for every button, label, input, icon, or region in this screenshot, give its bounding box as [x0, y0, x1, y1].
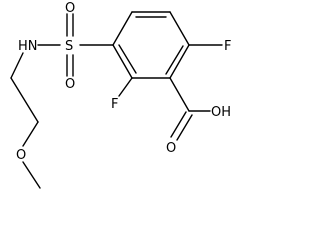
atom-fluorine-top: F [224, 39, 231, 54]
atom-sulfonyl-oxygen-top: O [65, 1, 75, 16]
ring-bond-lower-right [169, 44, 190, 79]
atom-ether-oxygen: O [16, 148, 26, 163]
atom-amine: HN [18, 39, 38, 54]
ring-bond-upper-right [169, 11, 190, 46]
bond-o-ch3 [22, 161, 41, 189]
atom-hydroxyl: OH [211, 105, 231, 120]
ring-bond-upper-left [112, 11, 133, 46]
benzene-ring [112, 11, 190, 79]
atom-fluorine-mid: F [111, 97, 118, 112]
bond-ch2-o [22, 121, 39, 147]
ring-bond-lower-left [112, 44, 133, 79]
bond-n-ch2 [10, 52, 24, 79]
chemical-structure: F F OH O S O O HN O [10, 1, 231, 189]
bond-ring-carboxyl [169, 77, 190, 112]
atom-carbonyl-oxygen: O [166, 141, 176, 156]
ring-bond-lower-left-inner [118, 44, 137, 74]
atom-sulfonyl-oxygen-bottom: O [65, 77, 75, 92]
atom-sulfur: S [65, 39, 73, 54]
bond-carboxyl-o-a [170, 111, 187, 138]
bond-c-f-mid [118, 77, 133, 97]
ring-bond-lower-right-inner [165, 45, 184, 75]
bond-ch2-ch2 [10, 77, 39, 123]
bond-carboxyl-o-b [176, 114, 193, 141]
